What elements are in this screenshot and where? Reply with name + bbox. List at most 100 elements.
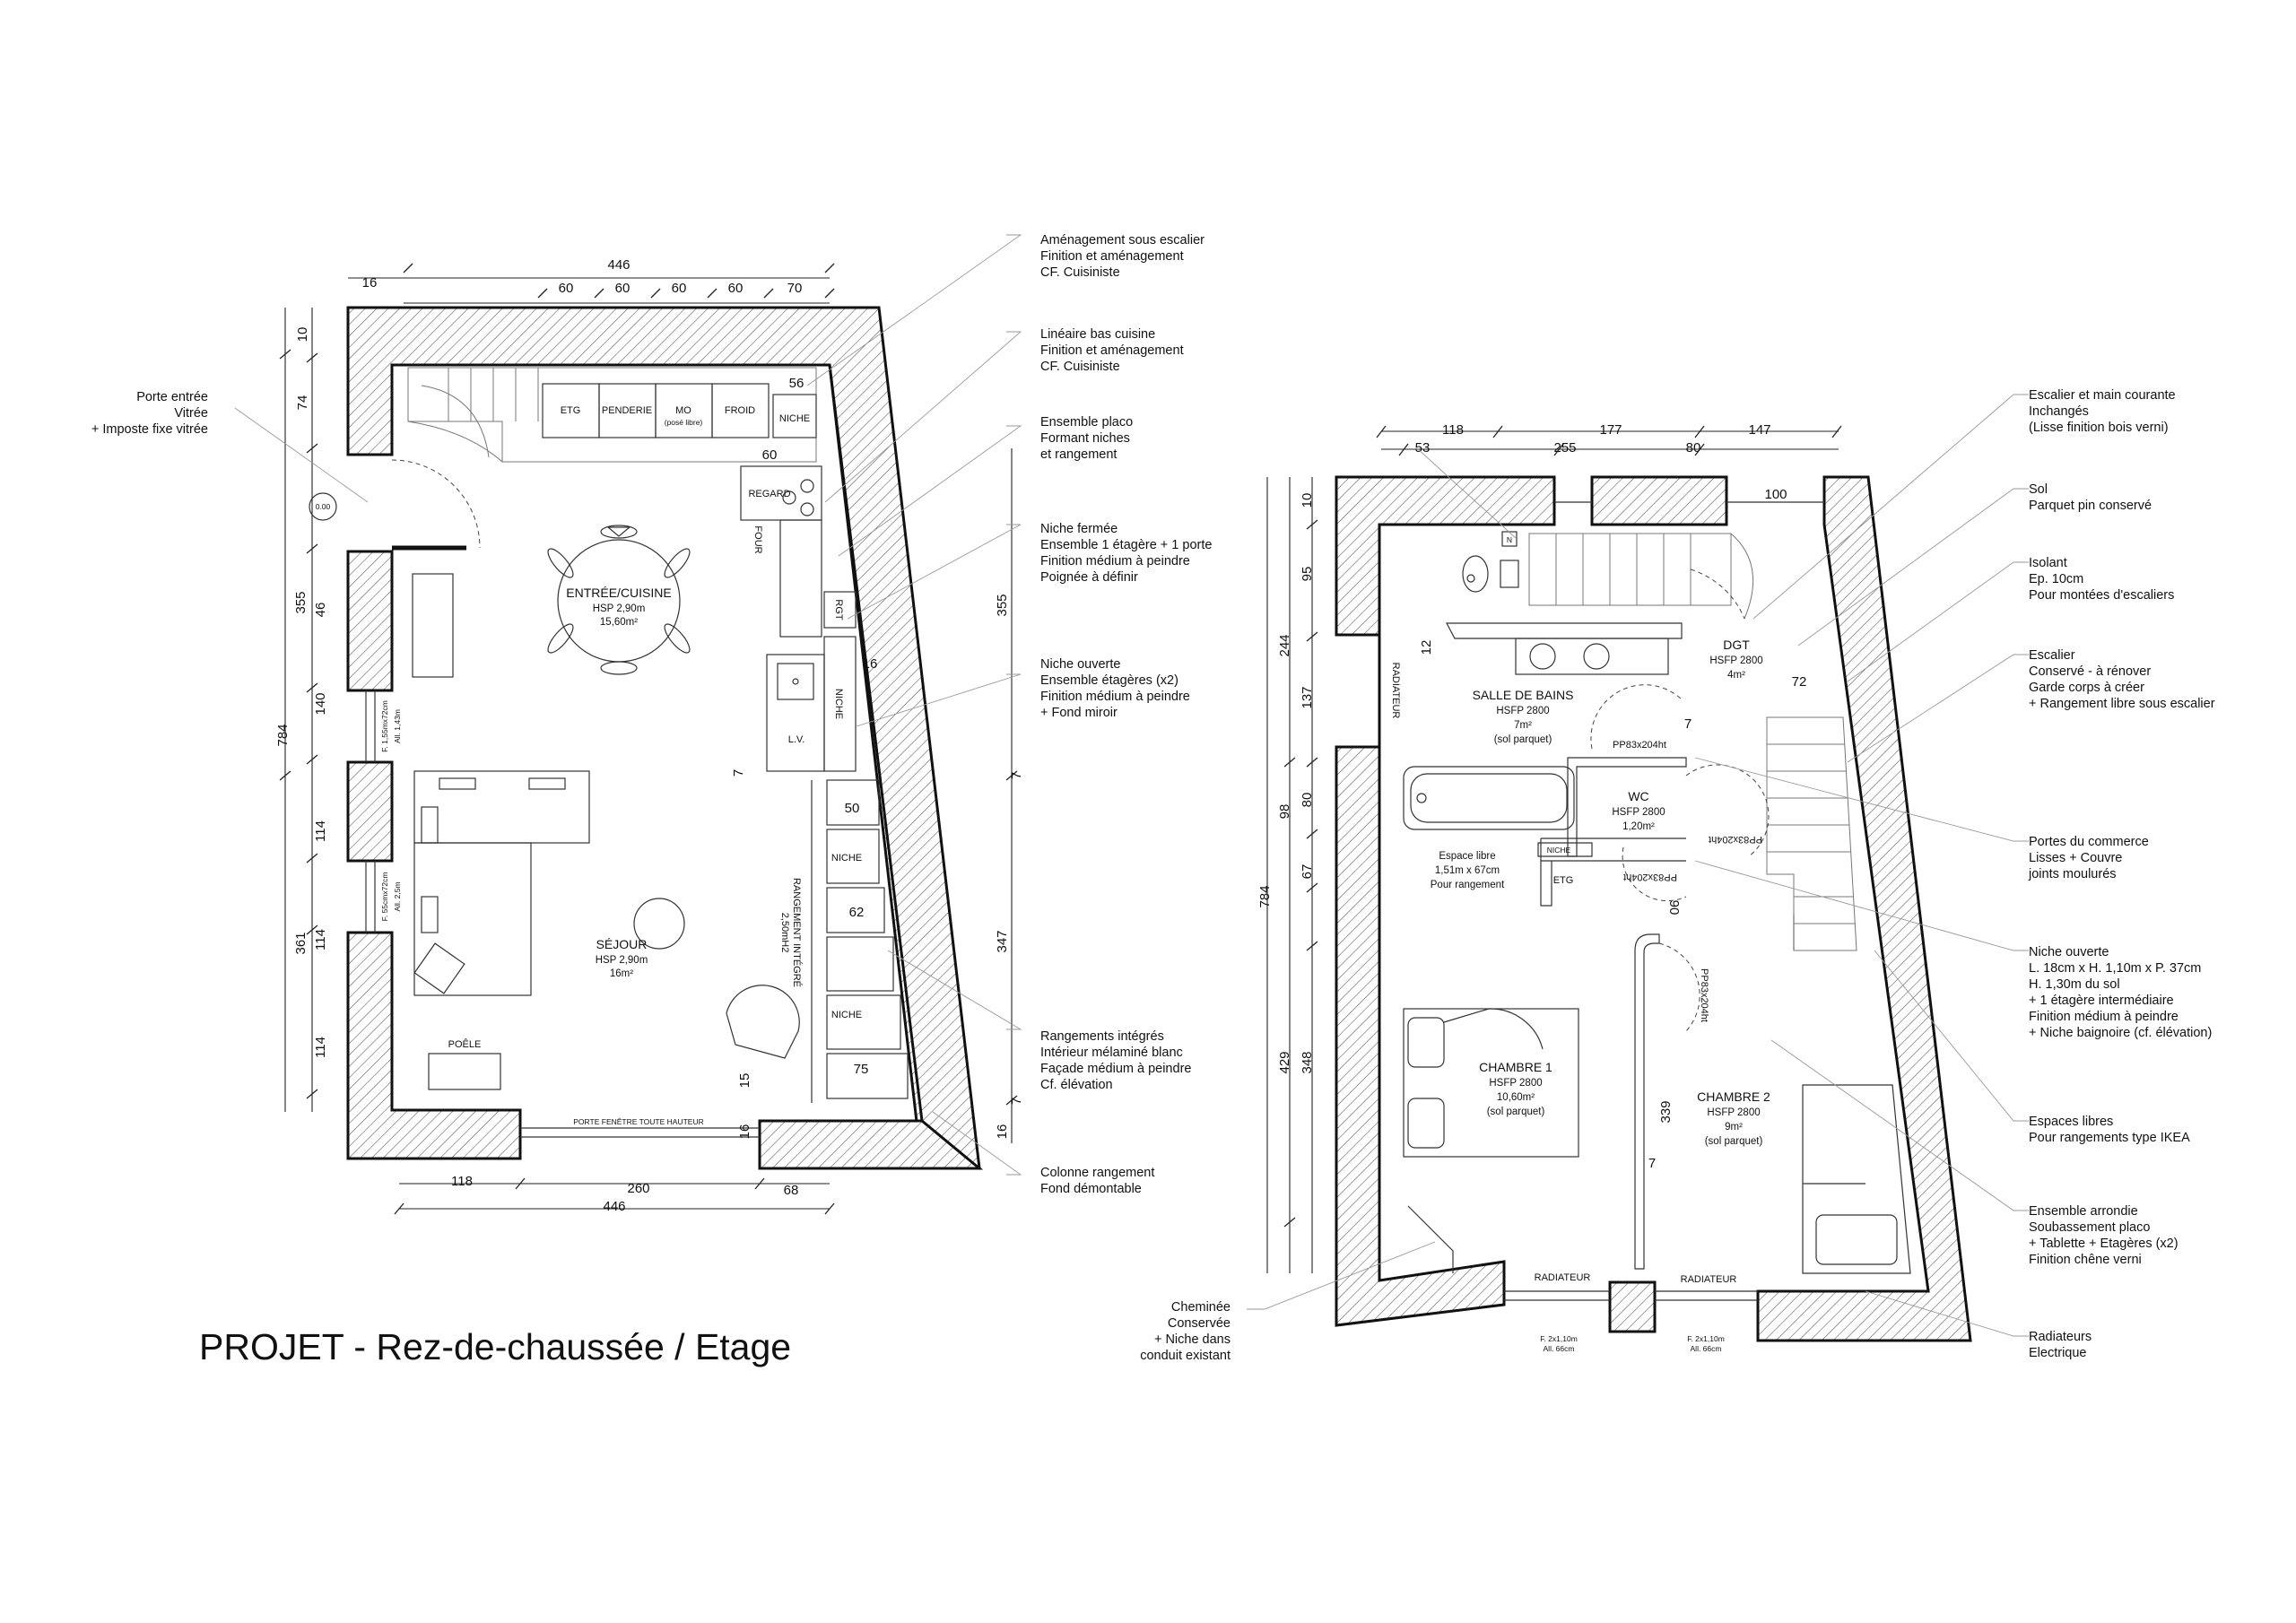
uf-note-sol: Sol Parquet pin conservé	[2029, 482, 2152, 513]
uf-label-window: F. 2x1,10m	[1687, 1334, 1725, 1343]
gf-label-rgt: RGT	[833, 599, 844, 621]
gf-wall-top	[346, 306, 981, 1170]
uf-label-door: PP83x204ht	[1709, 834, 1762, 845]
gf-dim-inner: 62	[849, 905, 865, 920]
svg-text:Finition médium à peindre: Finition médium à peindre	[1040, 554, 1190, 568]
svg-text:CF. Cuisiniste: CF. Cuisiniste	[1040, 360, 1120, 374]
uf-dim-top: 177	[1599, 422, 1622, 438]
uf-label-radiateur: RADIATEUR	[1390, 663, 1401, 719]
svg-text:Intérieur mélaminé blanc: Intérieur mélaminé blanc	[1040, 1046, 1183, 1060]
svg-text:+ 1 étagère intermédiaire: + 1 étagère intermédiaire	[2029, 994, 2174, 1008]
svg-text:Isolant: Isolant	[2029, 556, 2067, 570]
svg-text:+ Tablette + Etagères (x2): + Tablette + Etagères (x2)	[2029, 1237, 2179, 1251]
gf-label-niche-r2: NICHE	[831, 1010, 862, 1020]
gf-dim-top-seg: 60	[615, 281, 631, 296]
gf-dim-left-inner: 140	[313, 692, 328, 715]
uf-note-niche-ouverte: Niche ouverte L. 18cm x H. 1,10m x P. 37…	[2029, 945, 2212, 1040]
uf-room-note: (sol parquet)	[1487, 1107, 1545, 1117]
uf-dim-inner: 12	[1419, 640, 1434, 655]
uf-room-area: 4m²	[1727, 670, 1745, 681]
gf-label-froid: FROID	[725, 405, 755, 416]
uf-dim-left-outer: 429	[1277, 1051, 1292, 1073]
gf-dim-right: 16	[995, 1124, 1010, 1140]
gf-dim-top-seg: 60	[672, 281, 687, 296]
svg-text:Escalier: Escalier	[2029, 648, 2075, 663]
uf-bathroom-fixtures	[1403, 555, 1669, 830]
uf-note-escalier: Escalier Conservé - à rénover Garde corp…	[2029, 648, 2215, 711]
uf-room-hsp: HSFP 2800	[1707, 1107, 1760, 1118]
uf-dim-left-inner: 10	[1300, 493, 1315, 508]
gf-entrance-door-swing	[391, 459, 481, 549]
upper-floor-plan: 118 177 147 53 255 80 784 244 429 10 95 …	[1140, 388, 2214, 1363]
svg-text:H. 1,30m du sol: H. 1,30m du sol	[2029, 977, 2120, 992]
uf-dimensions-left	[1266, 477, 1318, 1273]
page-title: PROJET - Rez-de-chaussée / Etage	[199, 1326, 791, 1367]
gf-dining-table	[547, 525, 691, 675]
svg-text:Rangements intégrés: Rangements intégrés	[1040, 1029, 1164, 1044]
uf-note-isolant: Isolant Ep. 10cm Pour montées d'escalier…	[2029, 556, 2174, 603]
svg-text:L. 18cm x H. 1,10m x P. 37cm: L. 18cm x H. 1,10m x P. 37cm	[2029, 961, 2201, 976]
gf-room-hsp: HSP 2,90m	[596, 955, 648, 966]
gf-note-porte-entree: Porte entrée Vitrée + Imposte fixe vitré…	[91, 390, 208, 437]
uf-label-etg: ETG	[1553, 875, 1574, 886]
uf-bedroom-furniture	[1403, 1008, 1911, 1274]
svg-text:+ Fond miroir: + Fond miroir	[1040, 706, 1118, 720]
uf-room-name: WC	[1628, 789, 1648, 803]
gf-poele	[428, 1053, 501, 1090]
svg-text:Formant niches: Formant niches	[1040, 431, 1130, 446]
uf-label-n: N	[1507, 535, 1512, 544]
gf-dim-inner: 60	[762, 447, 778, 463]
uf-label-espace: Pour rangement	[1431, 880, 1505, 890]
gf-label-penderie: PENDERIE	[602, 405, 652, 416]
gf-label-niche-mid: NICHE	[833, 689, 844, 719]
gf-label-etg: ETG	[561, 405, 581, 416]
uf-dim-top: 80	[1686, 440, 1701, 456]
gf-label-lv: L.V.	[788, 734, 805, 745]
gf-dim-left-inner: 74	[295, 395, 310, 411]
uf-staircase	[1528, 533, 1857, 951]
gf-dimensions-bottom	[394, 1177, 835, 1215]
gf-dim-inner: 7	[731, 769, 746, 777]
svg-text:Niche fermée: Niche fermée	[1040, 522, 1118, 536]
gf-dim-top-total: 446	[607, 257, 630, 273]
svg-text:Radiateurs: Radiateurs	[2029, 1330, 2092, 1344]
gf-dim-left-inner: 114	[313, 929, 328, 950]
gf-dim-inner: 16	[737, 1124, 752, 1140]
gf-note-lineaire: Linéaire bas cuisine Finition et aménage…	[1040, 327, 1184, 374]
uf-note-radiateurs: Radiateurs Electrique	[2029, 1330, 2092, 1360]
gf-label-window-2a: F. 55cmx72cm	[380, 872, 389, 922]
gf-label-niche-top: NICHE	[779, 413, 810, 424]
gf-dim-left-inner: 114	[313, 1037, 328, 1058]
uf-dim-top: 147	[1748, 422, 1770, 438]
gf-dim-left-total: 784	[275, 724, 291, 746]
uf-dim-inner: 72	[1792, 674, 1807, 690]
uf-label-window: All. 66cm	[1691, 1344, 1722, 1353]
uf-dim-inner: 339	[1658, 1100, 1674, 1123]
svg-text:+ Imposte fixe vitrée: + Imposte fixe vitrée	[91, 422, 208, 437]
svg-text:Fond démontable: Fond démontable	[1040, 1182, 1142, 1196]
uf-dim-top: 255	[1553, 440, 1576, 456]
svg-text:Parquet pin conservé: Parquet pin conservé	[2029, 499, 2152, 513]
gf-dim-top-offset: 16	[362, 275, 378, 291]
svg-text:CF. Cuisiniste: CF. Cuisiniste	[1040, 265, 1120, 280]
uf-note-espaces: Espaces libres Pour rangements type IKEA	[2029, 1115, 2190, 1145]
uf-dim-inner: 7	[1684, 716, 1692, 732]
gf-label-regard: REGARD	[748, 489, 790, 499]
gf-wall-left-mid	[346, 550, 394, 692]
uf-dim-left-inner: 348	[1300, 1051, 1315, 1073]
svg-text:Aménagement sous escalier: Aménagement sous escalier	[1040, 233, 1205, 247]
gf-kitchen-units	[542, 383, 857, 772]
gf-label-porte-fenetre: PORTE FENÊTRE TOUTE HAUTEUR	[573, 1117, 703, 1126]
gf-dim-inner: 56	[789, 376, 804, 391]
uf-note-ensemble: Ensemble arrondie Soubassement placo + T…	[2029, 1204, 2179, 1267]
gf-dim-right: 347	[995, 930, 1010, 952]
uf-room-hsp: HSFP 2800	[1709, 655, 1762, 666]
svg-text:Portes du commerce: Portes du commerce	[2029, 835, 2149, 849]
gf-dimensions-left	[279, 308, 318, 1112]
uf-dim-top: 53	[1415, 440, 1431, 456]
svg-text:Finition et aménagement: Finition et aménagement	[1040, 249, 1184, 264]
svg-text:Pour rangements type IKEA: Pour rangements type IKEA	[2029, 1131, 2190, 1145]
svg-text:Conservé - à rénover: Conservé - à rénover	[2029, 664, 2151, 679]
svg-text:Conservée: Conservée	[1168, 1316, 1231, 1331]
